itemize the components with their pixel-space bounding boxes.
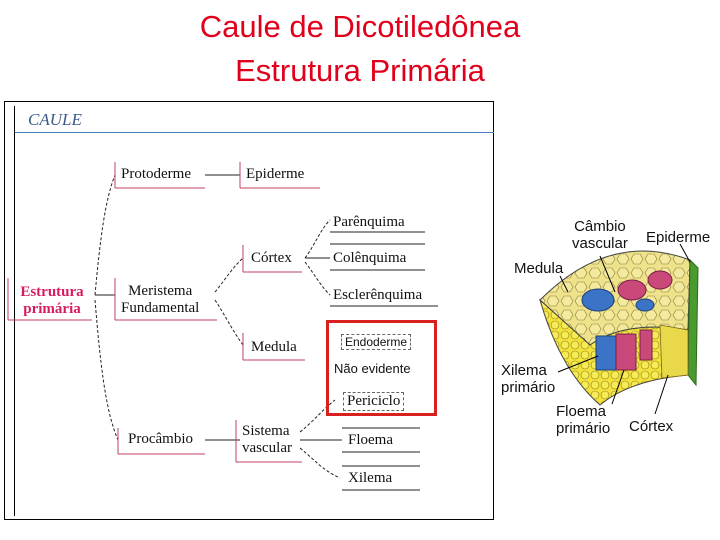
label-cortex: Córtex	[629, 418, 674, 435]
diagram-frame	[4, 101, 494, 520]
floema-line-1: Floema	[556, 403, 607, 420]
title-line-2: Estrutura Primária	[235, 53, 485, 88]
node-floema: Floema	[348, 432, 393, 448]
bundle-4	[635, 298, 655, 312]
floema-line-2: primário	[556, 420, 611, 437]
cambio-line-1: Câmbio	[574, 218, 626, 235]
node-meristema-fundamental: Meristema Fundamental	[121, 283, 199, 317]
bundle-1	[581, 288, 615, 312]
xilema-line-2: primário	[501, 379, 556, 396]
note-nao-evidente: Não evidente	[334, 361, 411, 376]
caule-heading: CAULE	[28, 110, 82, 129]
node-estrutura-primaria: Estrutura primária	[14, 284, 90, 318]
bundle-2	[617, 279, 647, 301]
front-bundle-phloem	[615, 333, 637, 371]
label-floema-primario: Floema primário	[556, 403, 610, 437]
node-sistema-vascular: Sistema vascular	[242, 423, 292, 457]
node-periciclo: Periciclo	[343, 392, 405, 411]
node-xilema: Xilema	[348, 470, 393, 486]
meristema-line-2: Fundamental	[121, 300, 200, 316]
highlight-box	[326, 320, 437, 416]
node-epiderme: Epiderme	[246, 166, 305, 182]
xilema-line-1: Xilema	[501, 362, 547, 379]
node-colenquima: Colênquima	[333, 250, 407, 266]
cambio-line-2: vascular	[572, 235, 628, 252]
front-bundle-xylem	[595, 335, 617, 371]
label-medula: Medula	[514, 260, 564, 277]
node-protoderme: Protoderme	[121, 166, 191, 182]
node-esclerenquima: Esclerênquima	[333, 287, 423, 303]
node-cortex: Córtex	[251, 250, 292, 266]
sistema-line-2: vascular	[242, 440, 292, 456]
label-cambio-vascular: Câmbio vascular	[572, 218, 628, 252]
node-endoderme: Endoderme	[341, 334, 412, 350]
title-line-1: Caule de Dicotiledônea	[199, 9, 521, 44]
node-medula: Medula	[251, 339, 297, 355]
front-bundle-2	[639, 329, 653, 361]
caule-rule	[14, 132, 494, 133]
node-procambio: Procâmbio	[128, 431, 193, 447]
label-epiderme: Epiderme	[646, 229, 711, 246]
stem-epidermis-band	[687, 258, 699, 387]
root-line-1: Estrutura	[20, 284, 84, 300]
node-parenquima: Parênquima	[333, 214, 405, 230]
frame-left-rule	[14, 106, 15, 516]
meristema-line-1: Meristema	[128, 283, 193, 299]
root-line-2: primária	[23, 301, 81, 317]
label-xilema-primario: Xilema primário	[501, 362, 555, 396]
stem-cortex-strip	[659, 324, 689, 379]
sistema-line-1: Sistema	[242, 423, 290, 439]
bundle-3	[647, 270, 673, 290]
